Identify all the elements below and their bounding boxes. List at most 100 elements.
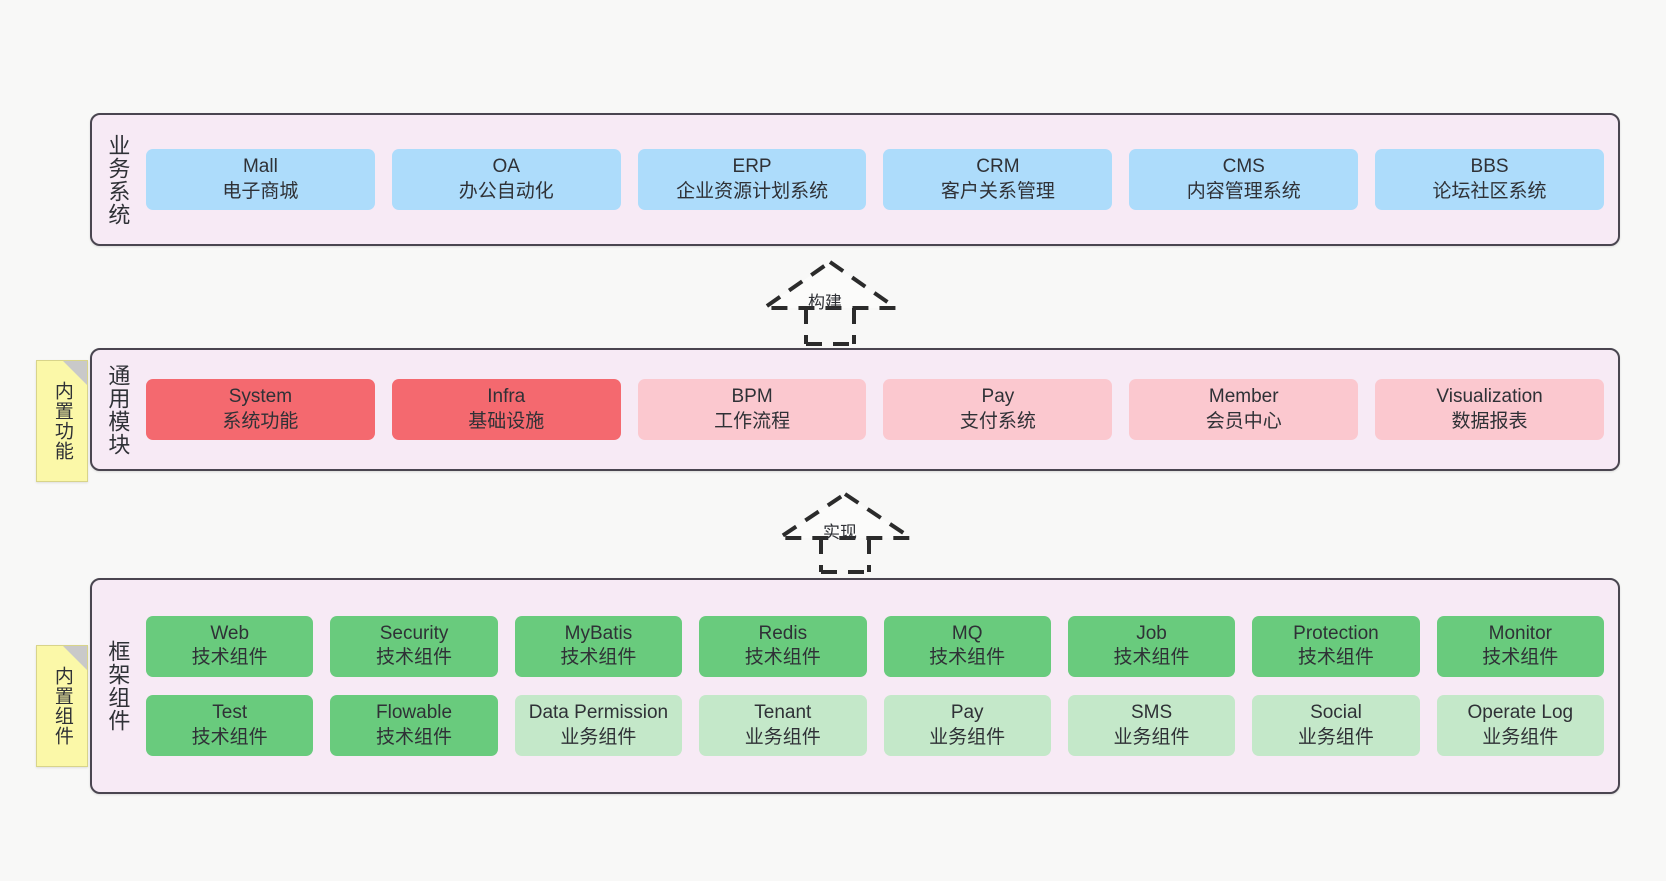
layer-title-common-modules: 通用模块 bbox=[105, 363, 131, 456]
implement-arrow-label: 实现 bbox=[823, 523, 857, 542]
box-title: BBS bbox=[1470, 155, 1509, 177]
box-protection[interactable]: Protection 技术组件 bbox=[1252, 615, 1420, 677]
note-builtin-features[interactable]: 内置功能 bbox=[36, 360, 88, 482]
box-web[interactable]: Web 技术组件 bbox=[146, 615, 314, 677]
layer-row: Mall 电子商城 OA 办公自动化 ERP 企业资源计划系统 CRM 客户关系… bbox=[146, 148, 1604, 211]
box-subtitle: 办公自动化 bbox=[458, 180, 554, 202]
layer-common-modules[interactable]: 通用模块 System 系统功能 Infra 基础设施 BPM 工作流程 Pay… bbox=[90, 348, 1620, 471]
box-title: Pay bbox=[981, 385, 1015, 407]
box-operate-log[interactable]: Operate Log 业务组件 bbox=[1436, 695, 1604, 757]
note-fold-icon bbox=[63, 646, 87, 670]
box-title: Security bbox=[379, 622, 449, 644]
box-tenant[interactable]: Tenant 业务组件 bbox=[699, 695, 867, 757]
build-arrow-label: 构建 bbox=[808, 293, 842, 312]
layer-body-common-modules: System 系统功能 Infra 基础设施 BPM 工作流程 Pay 支付系统… bbox=[142, 350, 1618, 469]
box-title: Redis bbox=[758, 622, 808, 644]
box-subtitle: 技术组件 bbox=[376, 647, 453, 669]
layer-business-systems[interactable]: 业务系统 Mall 电子商城 OA 办公自动化 ERP 企业资源计划系统 CRM… bbox=[90, 113, 1620, 246]
box-title: Visualization bbox=[1436, 385, 1543, 407]
box-security[interactable]: Security 技术组件 bbox=[330, 615, 498, 677]
box-oa[interactable]: OA 办公自动化 bbox=[391, 148, 621, 211]
box-subtitle: 业务组件 bbox=[560, 726, 637, 748]
note-text: 内置功能 bbox=[51, 381, 73, 461]
box-subtitle: 数据报表 bbox=[1451, 410, 1528, 432]
box-bbs[interactable]: BBS 论坛社区系统 bbox=[1375, 148, 1604, 211]
box-mq[interactable]: MQ 技术组件 bbox=[883, 615, 1051, 677]
box-monitor[interactable]: Monitor 技术组件 bbox=[1436, 615, 1604, 677]
box-title: Operate Log bbox=[1467, 702, 1574, 723]
box-bpm[interactable]: BPM 工作流程 bbox=[637, 378, 867, 441]
box-mybatis[interactable]: MyBatis 技术组件 bbox=[514, 615, 683, 677]
box-title: Protection bbox=[1293, 622, 1379, 644]
box-subtitle: 业务组件 bbox=[744, 726, 821, 748]
box-data-permission[interactable]: Data Permission 业务组件 bbox=[514, 695, 683, 757]
box-subtitle: 客户关系管理 bbox=[940, 180, 1055, 202]
box-title: Tenant bbox=[754, 702, 812, 723]
box-title: CMS bbox=[1222, 155, 1265, 177]
box-subtitle: 业务组件 bbox=[1297, 726, 1374, 748]
box-title: Mall bbox=[242, 155, 278, 177]
box-crm[interactable]: CRM 客户关系管理 bbox=[883, 148, 1113, 211]
layer-framework-components[interactable]: 框架组件 Web 技术组件 Security 技术组件 MyBatis 技术组件… bbox=[90, 578, 1620, 794]
box-title: Monitor bbox=[1488, 622, 1552, 644]
box-subtitle: 技术组件 bbox=[560, 647, 637, 669]
box-subtitle: 技术组件 bbox=[929, 647, 1006, 669]
box-subtitle: 系统功能 bbox=[222, 410, 299, 432]
layer-body-business-systems: Mall 电子商城 OA 办公自动化 ERP 企业资源计划系统 CRM 客户关系… bbox=[142, 115, 1618, 244]
box-title: Pay bbox=[950, 702, 984, 723]
box-job[interactable]: Job 技术组件 bbox=[1067, 615, 1236, 677]
box-title: Job bbox=[1136, 622, 1167, 644]
box-title: Data Permission bbox=[528, 702, 669, 723]
box-social[interactable]: Social 业务组件 bbox=[1252, 695, 1420, 757]
box-subtitle: 技术组件 bbox=[1113, 647, 1190, 669]
box-subtitle: 内容管理系统 bbox=[1186, 180, 1301, 202]
box-test[interactable]: Test 技术组件 bbox=[146, 695, 314, 757]
note-builtin-components[interactable]: 内置组件 bbox=[36, 645, 88, 767]
box-cms[interactable]: CMS 内容管理系统 bbox=[1129, 148, 1359, 211]
box-title: Test bbox=[212, 702, 248, 723]
box-title: MQ bbox=[951, 622, 983, 644]
box-subtitle: 技术组件 bbox=[1482, 647, 1559, 669]
box-mall[interactable]: Mall 电子商城 bbox=[146, 148, 375, 211]
box-title: System bbox=[228, 385, 293, 407]
box-subtitle: 技术组件 bbox=[744, 647, 821, 669]
note-fold-icon bbox=[63, 361, 87, 385]
box-subtitle: 技术组件 bbox=[191, 647, 268, 669]
box-subtitle: 企业资源计划系统 bbox=[676, 180, 829, 202]
box-visualization[interactable]: Visualization 数据报表 bbox=[1375, 378, 1604, 441]
box-subtitle: 论坛社区系统 bbox=[1432, 180, 1547, 202]
build-arrow-shape bbox=[757, 259, 903, 346]
box-title: Infra bbox=[487, 385, 526, 407]
layer-title-framework-components: 框架组件 bbox=[105, 640, 131, 732]
implement-arrow: 实现 bbox=[772, 490, 918, 574]
build-arrow: 构建 bbox=[757, 258, 903, 346]
box-title: BPM bbox=[731, 385, 773, 407]
box-member[interactable]: Member 会员中心 bbox=[1129, 378, 1359, 441]
layer-row: Web 技术组件 Security 技术组件 MyBatis 技术组件 Redi… bbox=[146, 615, 1604, 677]
box-title: SMS bbox=[1130, 702, 1173, 723]
box-subtitle: 技术组件 bbox=[191, 726, 268, 748]
box-subtitle: 技术组件 bbox=[376, 726, 453, 748]
layer-row: System 系统功能 Infra 基础设施 BPM 工作流程 Pay 支付系统… bbox=[146, 378, 1604, 441]
box-title: MyBatis bbox=[564, 622, 633, 644]
box-pay-module[interactable]: Pay 支付系统 bbox=[883, 378, 1113, 441]
box-subtitle: 技术组件 bbox=[1297, 647, 1374, 669]
box-subtitle: 电子商城 bbox=[222, 180, 299, 202]
layer-row: Test 技术组件 Flowable 技术组件 Data Permission … bbox=[146, 695, 1604, 757]
box-redis[interactable]: Redis 技术组件 bbox=[699, 615, 867, 677]
box-subtitle: 支付系统 bbox=[959, 410, 1036, 432]
box-infra[interactable]: Infra 基础设施 bbox=[391, 378, 621, 441]
box-subtitle: 业务组件 bbox=[929, 726, 1006, 748]
box-erp[interactable]: ERP 企业资源计划系统 bbox=[637, 148, 867, 211]
box-subtitle: 基础设施 bbox=[468, 410, 545, 432]
box-title: ERP bbox=[732, 155, 772, 177]
box-sms[interactable]: SMS 业务组件 bbox=[1067, 695, 1236, 757]
box-pay-component[interactable]: Pay 业务组件 bbox=[883, 695, 1051, 757]
box-flowable[interactable]: Flowable 技术组件 bbox=[330, 695, 498, 757]
box-title: OA bbox=[492, 155, 520, 177]
box-title: Social bbox=[1310, 702, 1362, 723]
box-title: Web bbox=[210, 622, 250, 644]
box-system[interactable]: System 系统功能 bbox=[146, 378, 375, 441]
box-subtitle: 业务组件 bbox=[1113, 726, 1190, 748]
box-title: Member bbox=[1208, 385, 1279, 407]
